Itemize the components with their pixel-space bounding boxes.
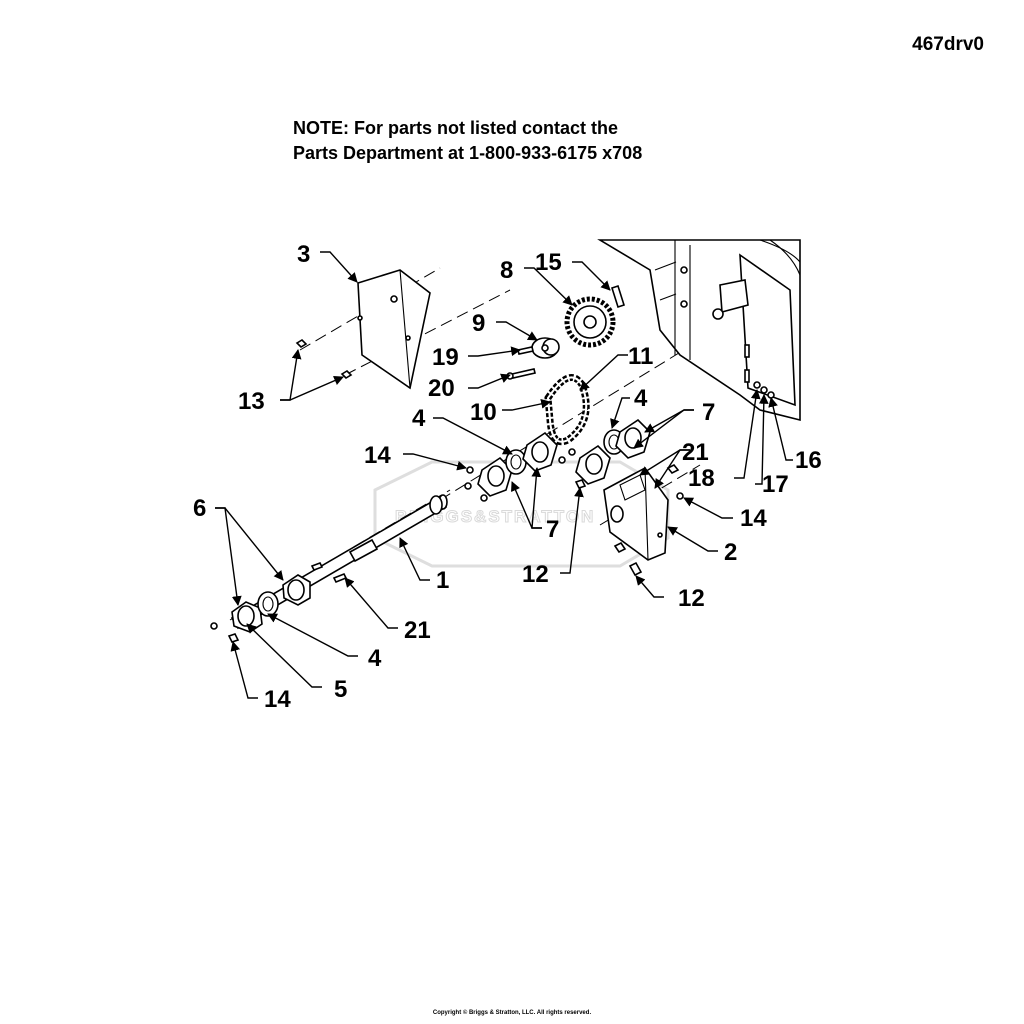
note-line-1: NOTE: For parts not listed contact the (293, 118, 619, 138)
note-line-2: Parts Department at 1-800-933-6175 x708 (293, 143, 643, 163)
callout-21-lower: 21 (404, 617, 431, 644)
callout-1: 1 (436, 567, 449, 594)
callout-4-upper-left: 4 (412, 405, 426, 432)
chassis-housing (597, 239, 801, 422)
callout-11: 11 (628, 343, 653, 370)
callout-10: 10 (470, 399, 497, 426)
drive-sprocket (564, 296, 616, 348)
sprocket-hub (531, 337, 560, 359)
callout-14-right: 14 (740, 505, 767, 532)
cover-plate (357, 269, 431, 390)
part-callouts: 3 8 15 9 19 20 11 10 13 4 7 4 14 21 18 1… (193, 241, 822, 713)
callout-2: 2 (724, 539, 737, 566)
copyright-notice: Copyright © Briggs & Stratton, LLC. All … (432, 1010, 592, 1016)
callout-3: 3 (297, 241, 310, 268)
callout-7-lower: 7 (546, 516, 559, 543)
callout-4-lower: 4 (368, 645, 382, 672)
diagram-id: 467drv0 (912, 34, 984, 55)
callout-20: 20 (428, 375, 455, 402)
bearing-flanges-center (464, 418, 651, 502)
bracket-bolts (613, 541, 643, 577)
callout-17: 17 (762, 471, 789, 498)
leader-lines (215, 251, 793, 699)
callout-4-upper-right: 4 (634, 385, 648, 412)
callout-5: 5 (334, 676, 347, 703)
callout-12-center: 12 (522, 561, 549, 588)
callout-15: 15 (535, 249, 562, 276)
bearing-flanges-left (210, 561, 348, 643)
callout-6: 6 (193, 495, 206, 522)
callout-18: 18 (688, 465, 715, 492)
callout-8: 8 (500, 257, 513, 284)
cover-bolts (295, 338, 353, 380)
drive-chain (544, 374, 590, 446)
callout-21-upper: 21 (682, 439, 709, 466)
roll-pin (611, 284, 625, 309)
watermark-text: BRIGGS&STRATTON (395, 507, 595, 526)
callout-14-center: 14 (364, 442, 391, 469)
callout-13: 13 (238, 388, 265, 415)
callout-7-upper: 7 (702, 399, 715, 426)
callout-19: 19 (432, 344, 459, 371)
parts-note: NOTE: For parts not listed contact the P… (293, 116, 642, 166)
callout-9: 9 (472, 310, 485, 337)
callout-16: 16 (795, 447, 822, 474)
callout-14-lower: 14 (264, 686, 291, 713)
callout-12-right: 12 (678, 585, 705, 612)
